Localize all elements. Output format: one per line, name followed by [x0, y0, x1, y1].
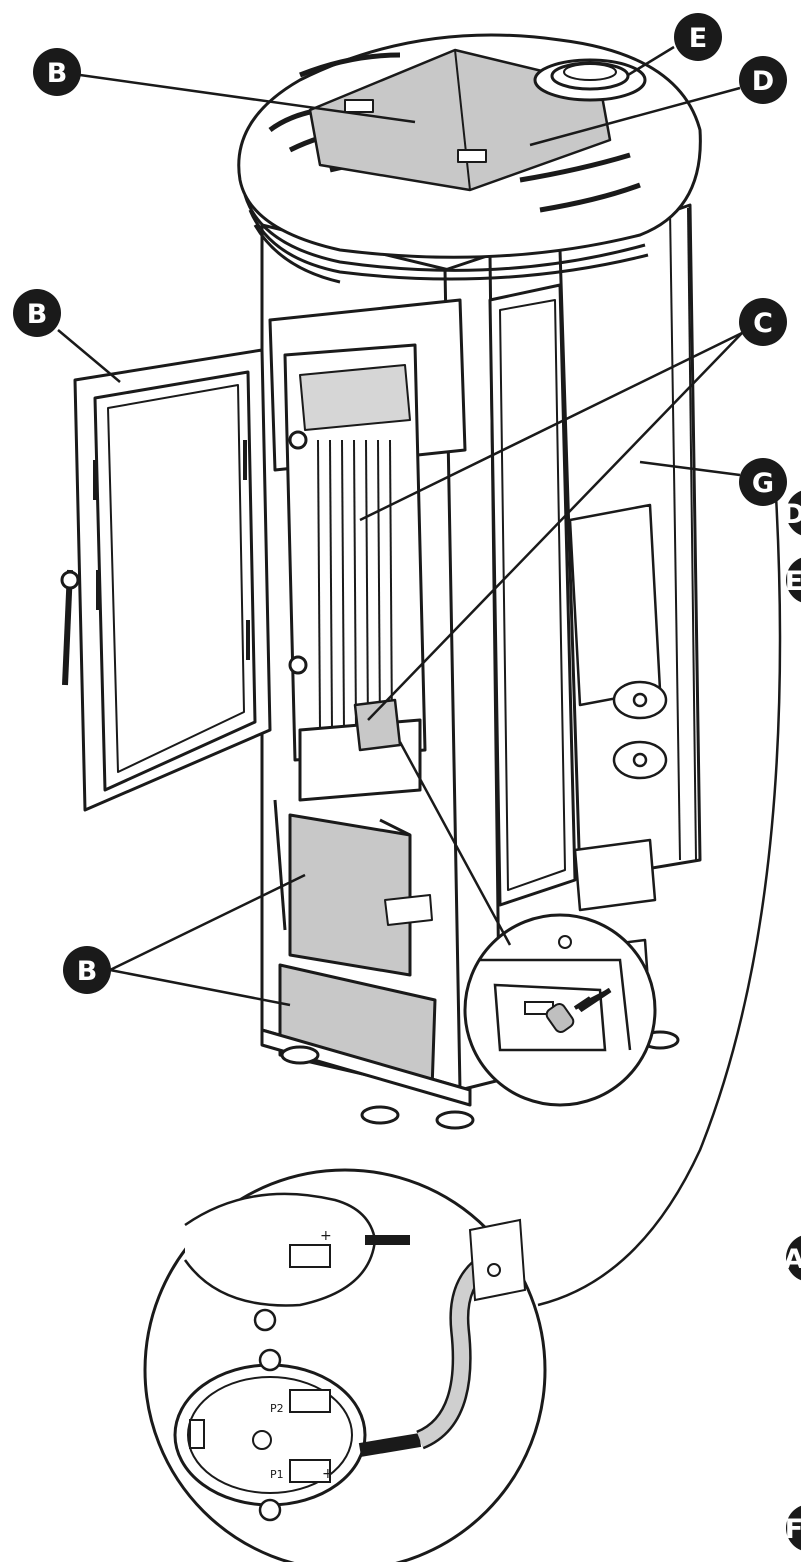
hose-p2-text: P2	[270, 1402, 284, 1415]
open-door	[60, 348, 272, 812]
leader-b-lower-1	[109, 873, 306, 972]
leader-g	[639, 460, 741, 477]
leader-b-lower-2	[109, 968, 291, 1007]
brazier-detail-zoom	[463, 913, 657, 1107]
leader-b-top	[79, 73, 416, 124]
hose-plus-bottom-text: +	[322, 1466, 334, 1482]
pressure-switch-detail-zoom: + + P2 P1	[143, 1168, 547, 1562]
leader-g-zoom	[537, 477, 782, 1307]
leader-c-1	[359, 331, 743, 522]
leader-brazier-zoom	[398, 741, 512, 946]
hose-plus-top-text: +	[320, 1228, 332, 1244]
leader-d-top	[529, 86, 741, 147]
brazier-panel	[353, 698, 402, 752]
leader-c-2	[367, 332, 743, 721]
leader-e-top	[627, 45, 675, 77]
stove-top-cover	[237, 33, 702, 284]
lower-panels	[260, 799, 680, 1130]
fire-chamber	[268, 298, 467, 802]
leader-lines	[57, 45, 782, 1307]
leader-b-door	[57, 329, 121, 383]
hose-p1-text: P1	[270, 1468, 284, 1481]
